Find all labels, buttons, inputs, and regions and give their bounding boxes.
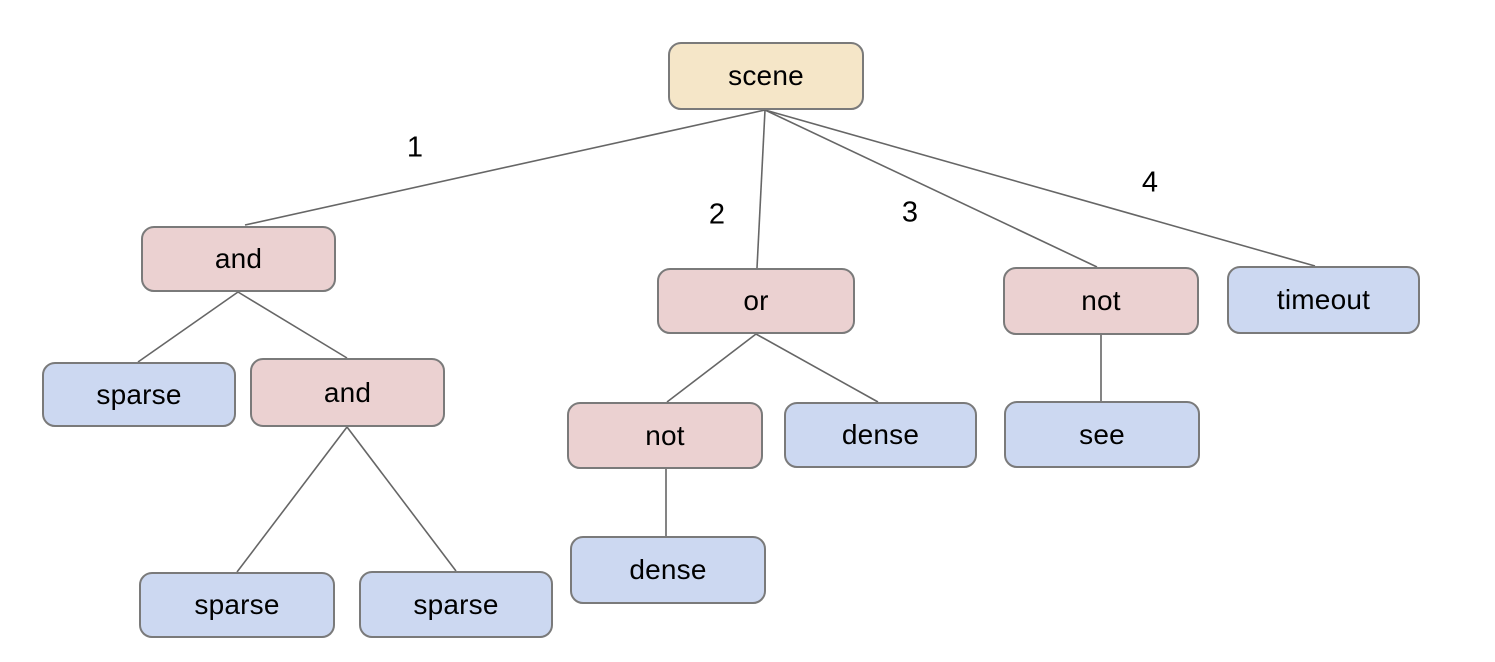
node-label: sparse [96,378,182,410]
edge-or1-dense1 [755,333,879,403]
edge-and2-sparse2 [236,426,348,573]
node-and-1: and [141,226,336,292]
edge-label-1: 1 [406,131,424,164]
node-label: dense [629,554,707,585]
node-label: timeout [1276,284,1371,315]
edge-and1-and2 [237,291,348,359]
node-label: dense [841,419,920,450]
node-sparse-2: sparse [139,572,335,638]
node-dense-2: dense [570,536,766,604]
node-see: see [1004,401,1200,468]
node-label: sparse [413,588,499,620]
edge-label-3: 3 [901,196,919,229]
edge-or1-not2 [666,333,757,403]
node-label: not [1081,285,1121,316]
node-sparse-1: sparse [42,362,236,427]
node-dense-1: dense [784,402,977,468]
node-timeout: timeout [1227,266,1420,334]
node-label: not [645,419,685,451]
edge-and1-sparse1 [137,291,239,363]
edge-scene-not1 [764,109,1098,268]
node-label: and [323,376,372,408]
node-and-2: and [250,358,445,427]
node-not-2: not [567,402,763,469]
node-sparse-3: sparse [359,571,553,638]
edge-scene-and1 [244,109,766,226]
node-label: see [1079,418,1125,450]
node-not-1: not [1003,267,1199,335]
node-label: sparse [194,589,280,620]
edge-and2-sparse3 [346,426,457,572]
node-or: or [657,268,855,334]
edge-label-4: 4 [1141,166,1159,199]
edge-scene-timeout1 [764,109,1316,267]
node-label: and [214,243,263,274]
node-scene: scene [668,42,864,110]
edge-label-2: 2 [708,198,726,231]
node-label: or [743,285,769,316]
edge-scene-or1 [756,109,766,269]
node-label: scene [728,60,804,91]
